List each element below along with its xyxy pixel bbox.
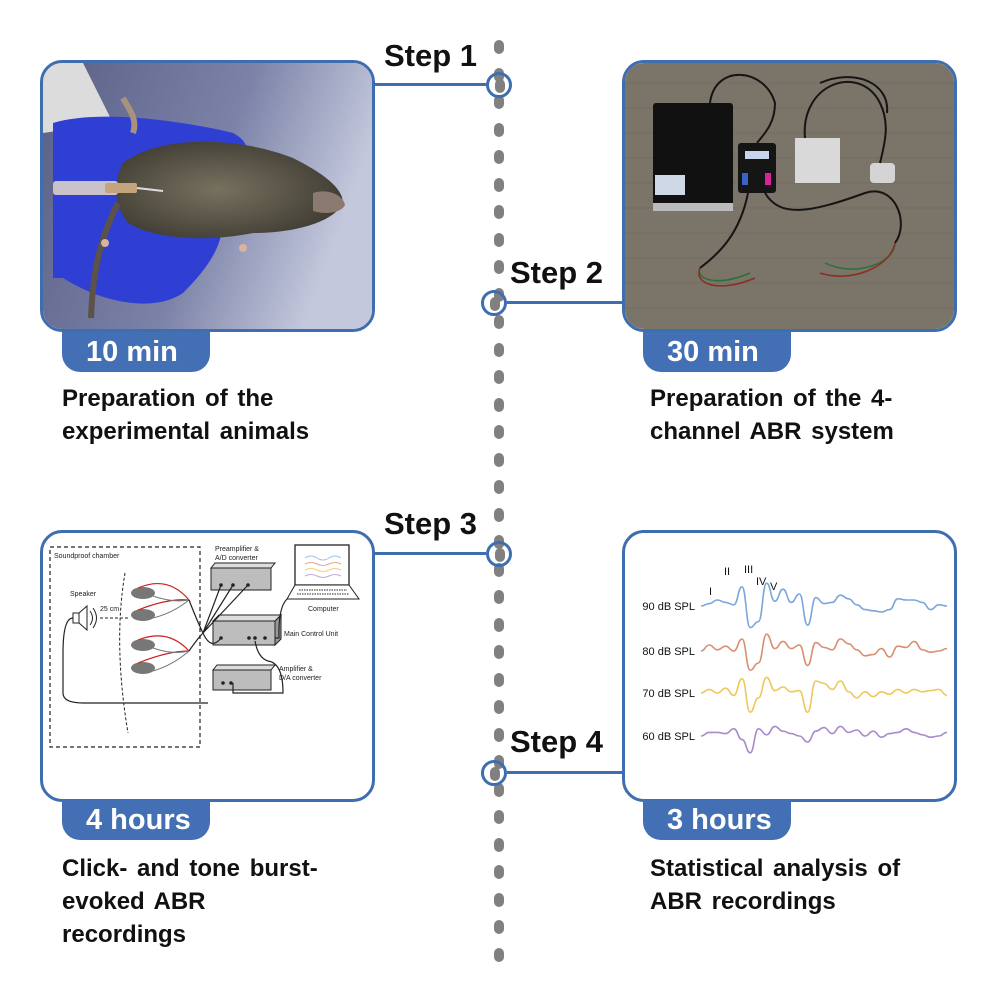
timeline-dot (494, 370, 504, 384)
timeline-dot (494, 95, 504, 109)
timeline-dot (494, 562, 504, 577)
step-3-connector (372, 552, 486, 555)
waveform-series-60-db-spl (700, 725, 948, 754)
step-4-description: Statistical analysis of ABR recordings (650, 852, 900, 918)
description-line: Preparation of the 4- (650, 385, 893, 412)
waveform-series-70-db-spl (700, 676, 948, 714)
timeline-dot (494, 177, 504, 192)
step-4-connector (507, 771, 625, 774)
timeline-dot (494, 782, 504, 797)
computer-icon (286, 544, 360, 600)
timeline-dot (494, 617, 504, 632)
timeline-dot (494, 645, 504, 659)
step-2-connector (507, 301, 625, 304)
timeline-dot (494, 865, 504, 879)
step-2-image-panel (622, 60, 957, 332)
step-2-node (481, 290, 507, 316)
amplifier-label: Amplifier & (279, 666, 313, 673)
waveform-series-90-db-spl (700, 582, 948, 629)
speaker-label: Speaker (70, 591, 97, 598)
description-line: experimental animals (62, 418, 310, 445)
description-line: Statistical analysis of (650, 855, 901, 882)
series-label: 80 dB SPL (642, 646, 695, 658)
timeline-dot (494, 727, 504, 742)
step-4-duration-badge: 3 hours (643, 800, 791, 840)
preamp-label: Preamplifier & (215, 546, 259, 553)
step-1-connector (372, 83, 486, 86)
timeline-dot (494, 425, 504, 439)
main-unit-label: Main Control Unit (284, 631, 338, 638)
timeline-dot (494, 920, 504, 934)
peak-label: I (709, 586, 712, 598)
timeline-dot (494, 205, 504, 219)
mice-group (131, 582, 190, 674)
description-line: ABR recordings (650, 888, 836, 915)
step-2-label: Step 2 (510, 255, 604, 290)
series-label: 70 dB SPL (642, 688, 695, 700)
step-2-description: Preparation of the 4- channel ABR system (650, 382, 894, 448)
mouse-injection-photo (43, 63, 372, 329)
timeline-dot (494, 150, 504, 164)
preamp-label: A/D converter (215, 555, 258, 562)
step-3-description: Click- and tone burst- evoked ABR record… (62, 852, 318, 951)
computer-label: Computer (308, 606, 339, 613)
speaker-icon (72, 604, 97, 632)
abr-equipment-photo (625, 63, 954, 329)
description-line: channel ABR system (650, 418, 894, 445)
series-label: 60 dB SPL (642, 731, 695, 743)
timeline-dot (494, 672, 504, 687)
description-line: Click- and tone burst- (62, 855, 318, 882)
step-3-schematic-panel: Soundproof chamber Speaker 25 cm Preampl… (40, 530, 375, 802)
timeline-dot (494, 260, 504, 274)
waveform-series-80-db-spl (700, 633, 948, 672)
step-1-node (486, 72, 512, 98)
timeline-dot (494, 40, 504, 54)
peak-label: III (744, 564, 753, 576)
timeline-dot (494, 232, 504, 247)
timeline-dot (494, 315, 504, 329)
step-4-node (481, 760, 507, 786)
description-line: Preparation of the (62, 385, 274, 412)
timeline-dot (494, 947, 504, 962)
step-1-description: Preparation of the experimental animals (62, 382, 309, 448)
timeline-dot (494, 507, 504, 522)
step-1-label: Step 1 (384, 38, 478, 73)
timeline-dot (494, 810, 504, 824)
timeline-dotted-line (493, 40, 505, 962)
timeline-dot (494, 452, 504, 467)
preamplifier-box (209, 562, 277, 591)
timeline-dot (494, 122, 504, 137)
step-3-duration-badge: 4 hours (62, 800, 210, 840)
peak-label: IV (756, 576, 767, 588)
series-label: 90 dB SPL (642, 601, 695, 613)
step-1-duration-badge: 10 min (62, 332, 210, 372)
abr-setup-schematic: Soundproof chamber Speaker 25 cm Preampl… (49, 544, 360, 748)
timeline-dot (494, 480, 504, 494)
step-3-node (486, 541, 512, 567)
amplifier-box (211, 664, 277, 691)
timeline-dot (494, 837, 504, 852)
timeline-dot (494, 342, 504, 357)
step-1-image-panel (40, 60, 375, 332)
soundproof-chamber (49, 546, 201, 748)
main-control-unit-box (211, 613, 283, 647)
step-4-label: Step 4 (510, 724, 604, 759)
timeline-dot (494, 590, 504, 604)
description-line: recordings (62, 921, 187, 948)
peak-label: V (770, 581, 778, 593)
peak-label: II (724, 566, 730, 578)
chamber-label: Soundproof chamber (54, 553, 120, 560)
description-line: evoked ABR (62, 888, 206, 915)
timeline-dot (494, 892, 504, 907)
step-3-label: Step 3 (384, 506, 478, 541)
distance-label: 25 cm (100, 606, 119, 613)
timeline-dot (494, 700, 504, 714)
amplifier-label: D/A converter (279, 675, 322, 682)
timeline-dot (494, 397, 504, 412)
step-2-duration-badge: 30 min (643, 332, 791, 372)
